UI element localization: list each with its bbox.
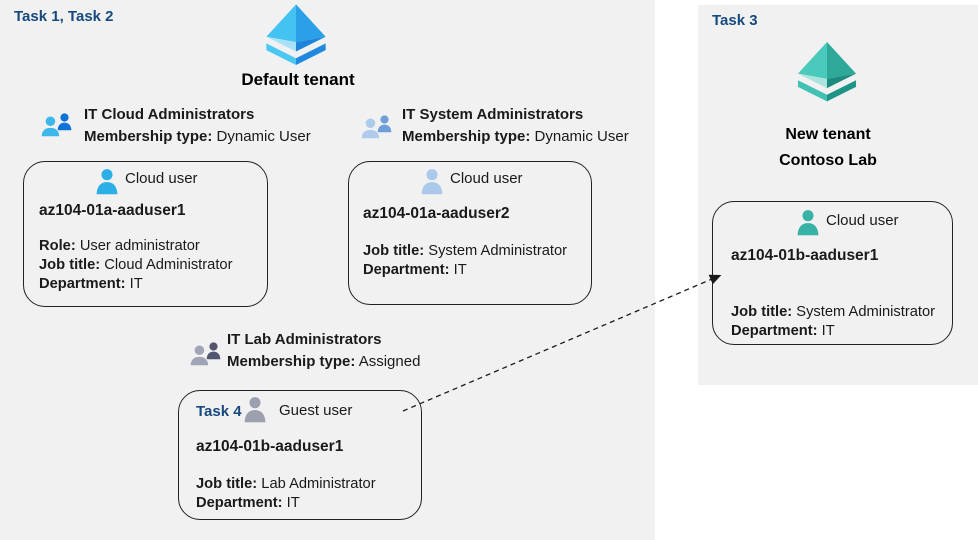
new-tenant-title-line1: New tenant <box>785 126 871 143</box>
username: az104-01b-aaduser1 <box>731 247 879 264</box>
username: az104-01b-aaduser1 <box>196 438 344 455</box>
cloud-user-icon <box>96 169 118 195</box>
group-membership-lab-admins: Membership type: Assigned <box>227 353 420 370</box>
user-type-label: Cloud user <box>125 170 198 187</box>
user-card-aaduser2: Cloud user az104-01a-aaduser2 Job title:… <box>348 161 592 305</box>
field-label: Job title: <box>39 257 101 273</box>
group-icon-lab-admins <box>189 342 221 367</box>
username: az104-01a-aaduser1 <box>39 202 186 219</box>
field-label: Department: <box>196 495 283 511</box>
field-value: Cloud Administrator <box>104 257 233 273</box>
guest-user-icon <box>244 397 266 423</box>
user-fields: Job title: Lab Administrator Department:… <box>196 475 376 513</box>
user-card-newtenant-aaduser1: Cloud user az104-01b-aaduser1 Job title:… <box>712 201 953 345</box>
field-role: Role: User administrator <box>39 237 232 256</box>
field-department: Department: IT <box>731 322 935 341</box>
task-3-label: Task 3 <box>712 12 758 29</box>
new-tenant-title-line2: Contoso Lab <box>779 152 877 169</box>
azure-ad-tenant-icon <box>266 4 326 65</box>
field-value: System Administrator <box>796 304 936 320</box>
group-name-lab-admins: IT Lab Administrators <box>227 331 382 348</box>
field-label: Department: <box>731 323 818 339</box>
membership-value: Dynamic User <box>534 128 629 145</box>
user-fields: Role: User administrator Job title: Clou… <box>39 237 232 294</box>
field-department: Department: IT <box>363 261 567 280</box>
field-label: Department: <box>363 262 450 278</box>
field-label: Department: <box>39 276 126 292</box>
field-value: IT <box>821 323 835 339</box>
field-job-title: Job title: System Administrator <box>731 303 935 322</box>
cloud-user-icon <box>421 169 443 195</box>
group-icon-cloud-admins <box>40 113 72 138</box>
field-value: System Administrator <box>428 243 568 259</box>
field-job-title: Job title: Cloud Administrator <box>39 256 232 275</box>
group-icon-system-admins <box>360 115 392 140</box>
group-name-cloud-admins: IT Cloud Administrators <box>84 106 255 123</box>
field-label: Job title: <box>731 304 793 320</box>
group-membership-cloud-admins: Membership type: Dynamic User <box>84 128 311 145</box>
field-department: Department: IT <box>196 494 376 513</box>
field-label: Job title: <box>196 476 258 492</box>
field-value: IT <box>129 276 143 292</box>
membership-label: Membership type: <box>402 128 531 145</box>
default-tenant-title: Default tenant <box>241 70 355 89</box>
new-tenant-icon <box>797 41 857 102</box>
task-1-2-label: Task 1, Task 2 <box>14 8 114 25</box>
field-value: IT <box>286 495 300 511</box>
field-job-title: Job title: Lab Administrator <box>196 475 376 494</box>
field-department: Department: IT <box>39 275 232 294</box>
username: az104-01a-aaduser2 <box>363 205 510 222</box>
field-value: Lab Administrator <box>261 476 376 492</box>
group-name-system-admins: IT System Administrators <box>402 106 584 123</box>
membership-label: Membership type: <box>84 128 213 145</box>
user-type-label: Cloud user <box>826 212 899 229</box>
user-card-aaduser1: Cloud user az104-01a-aaduser1 Role: User… <box>23 161 268 307</box>
user-fields: Job title: System Administrator Departme… <box>363 242 567 280</box>
task-4-label: Task 4 <box>196 403 242 420</box>
cloud-user-icon <box>797 210 819 236</box>
group-membership-system-admins: Membership type: Dynamic User <box>402 128 629 145</box>
field-label: Job title: <box>363 243 425 259</box>
default-tenant-panel: Task 1, Task 2 Default tenant IT Cloud A… <box>0 0 655 540</box>
membership-value: Assigned <box>358 353 421 370</box>
field-value: User administrator <box>79 238 200 254</box>
user-type-label: Cloud user <box>450 170 523 187</box>
membership-value: Dynamic User <box>216 128 311 145</box>
user-fields: Job title: System Administrator Departme… <box>731 303 935 341</box>
field-job-title: Job title: System Administrator <box>363 242 567 261</box>
user-type-label: Guest user <box>279 402 353 419</box>
membership-label: Membership type: <box>227 353 356 370</box>
field-label: Role: <box>39 238 76 254</box>
user-card-guest-aaduser1: Task 4 Guest user az104-01b-aaduser1 Job… <box>178 390 422 520</box>
field-value: IT <box>453 262 467 278</box>
